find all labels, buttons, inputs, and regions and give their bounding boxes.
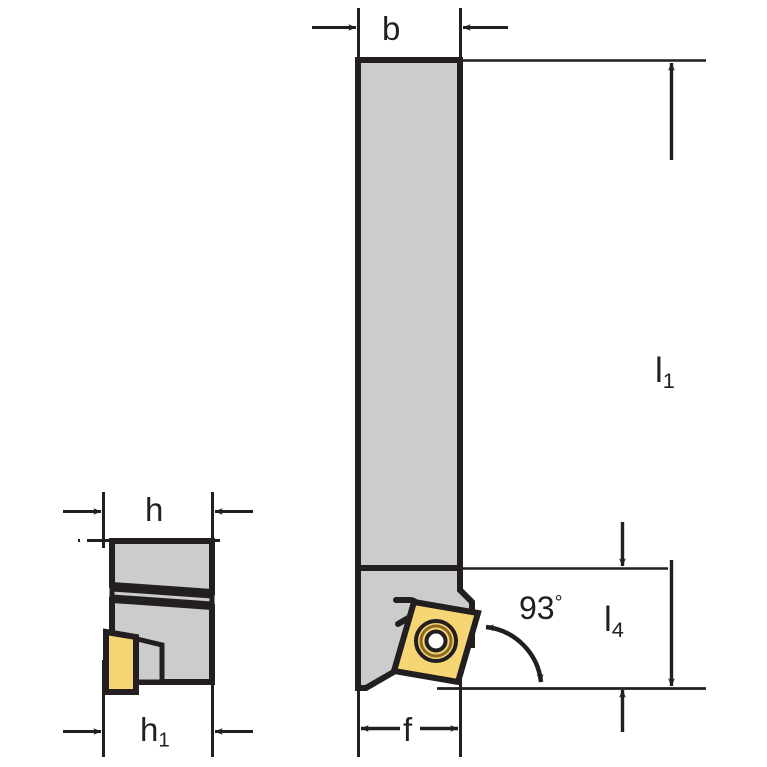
dimension-label-h1: h1 xyxy=(140,713,170,751)
dimension-label-b: b xyxy=(382,10,401,47)
screw-outer-ring xyxy=(414,619,458,663)
clamp-screw xyxy=(414,619,458,663)
angle-label-value: 93 xyxy=(519,590,555,626)
angle-label-degree-symbol: ° xyxy=(554,591,563,614)
side-view-group xyxy=(63,492,253,757)
dimension-label-l1-main: l xyxy=(655,351,663,390)
front-view-group xyxy=(312,8,706,757)
dimension-label-l4-main: l xyxy=(604,600,612,639)
tool-body-side xyxy=(103,538,215,695)
shank-side-upper xyxy=(109,538,215,596)
dimension-label-l1-subscript: 1 xyxy=(662,368,675,394)
dimension-label-l4-subscript: 4 xyxy=(611,617,624,643)
tool-body-front xyxy=(355,57,482,691)
shank-front xyxy=(355,57,463,571)
angle-arc xyxy=(485,624,544,683)
insert-side xyxy=(103,628,139,695)
dimension-label-l4: l4 xyxy=(604,602,624,641)
dimension-label-h: h xyxy=(145,491,164,528)
dimension-label-l1: l1 xyxy=(655,353,675,392)
dimension-label-h1-subscript: 1 xyxy=(158,728,170,752)
angle-label-93: 93° xyxy=(519,592,563,624)
angle-indicator-93 xyxy=(485,624,544,683)
screw-mid-ring xyxy=(419,624,453,658)
dimension-label-f: f xyxy=(403,711,413,748)
screw-inner-hole xyxy=(424,629,448,653)
dimension-label-h1-main: h xyxy=(140,711,159,748)
